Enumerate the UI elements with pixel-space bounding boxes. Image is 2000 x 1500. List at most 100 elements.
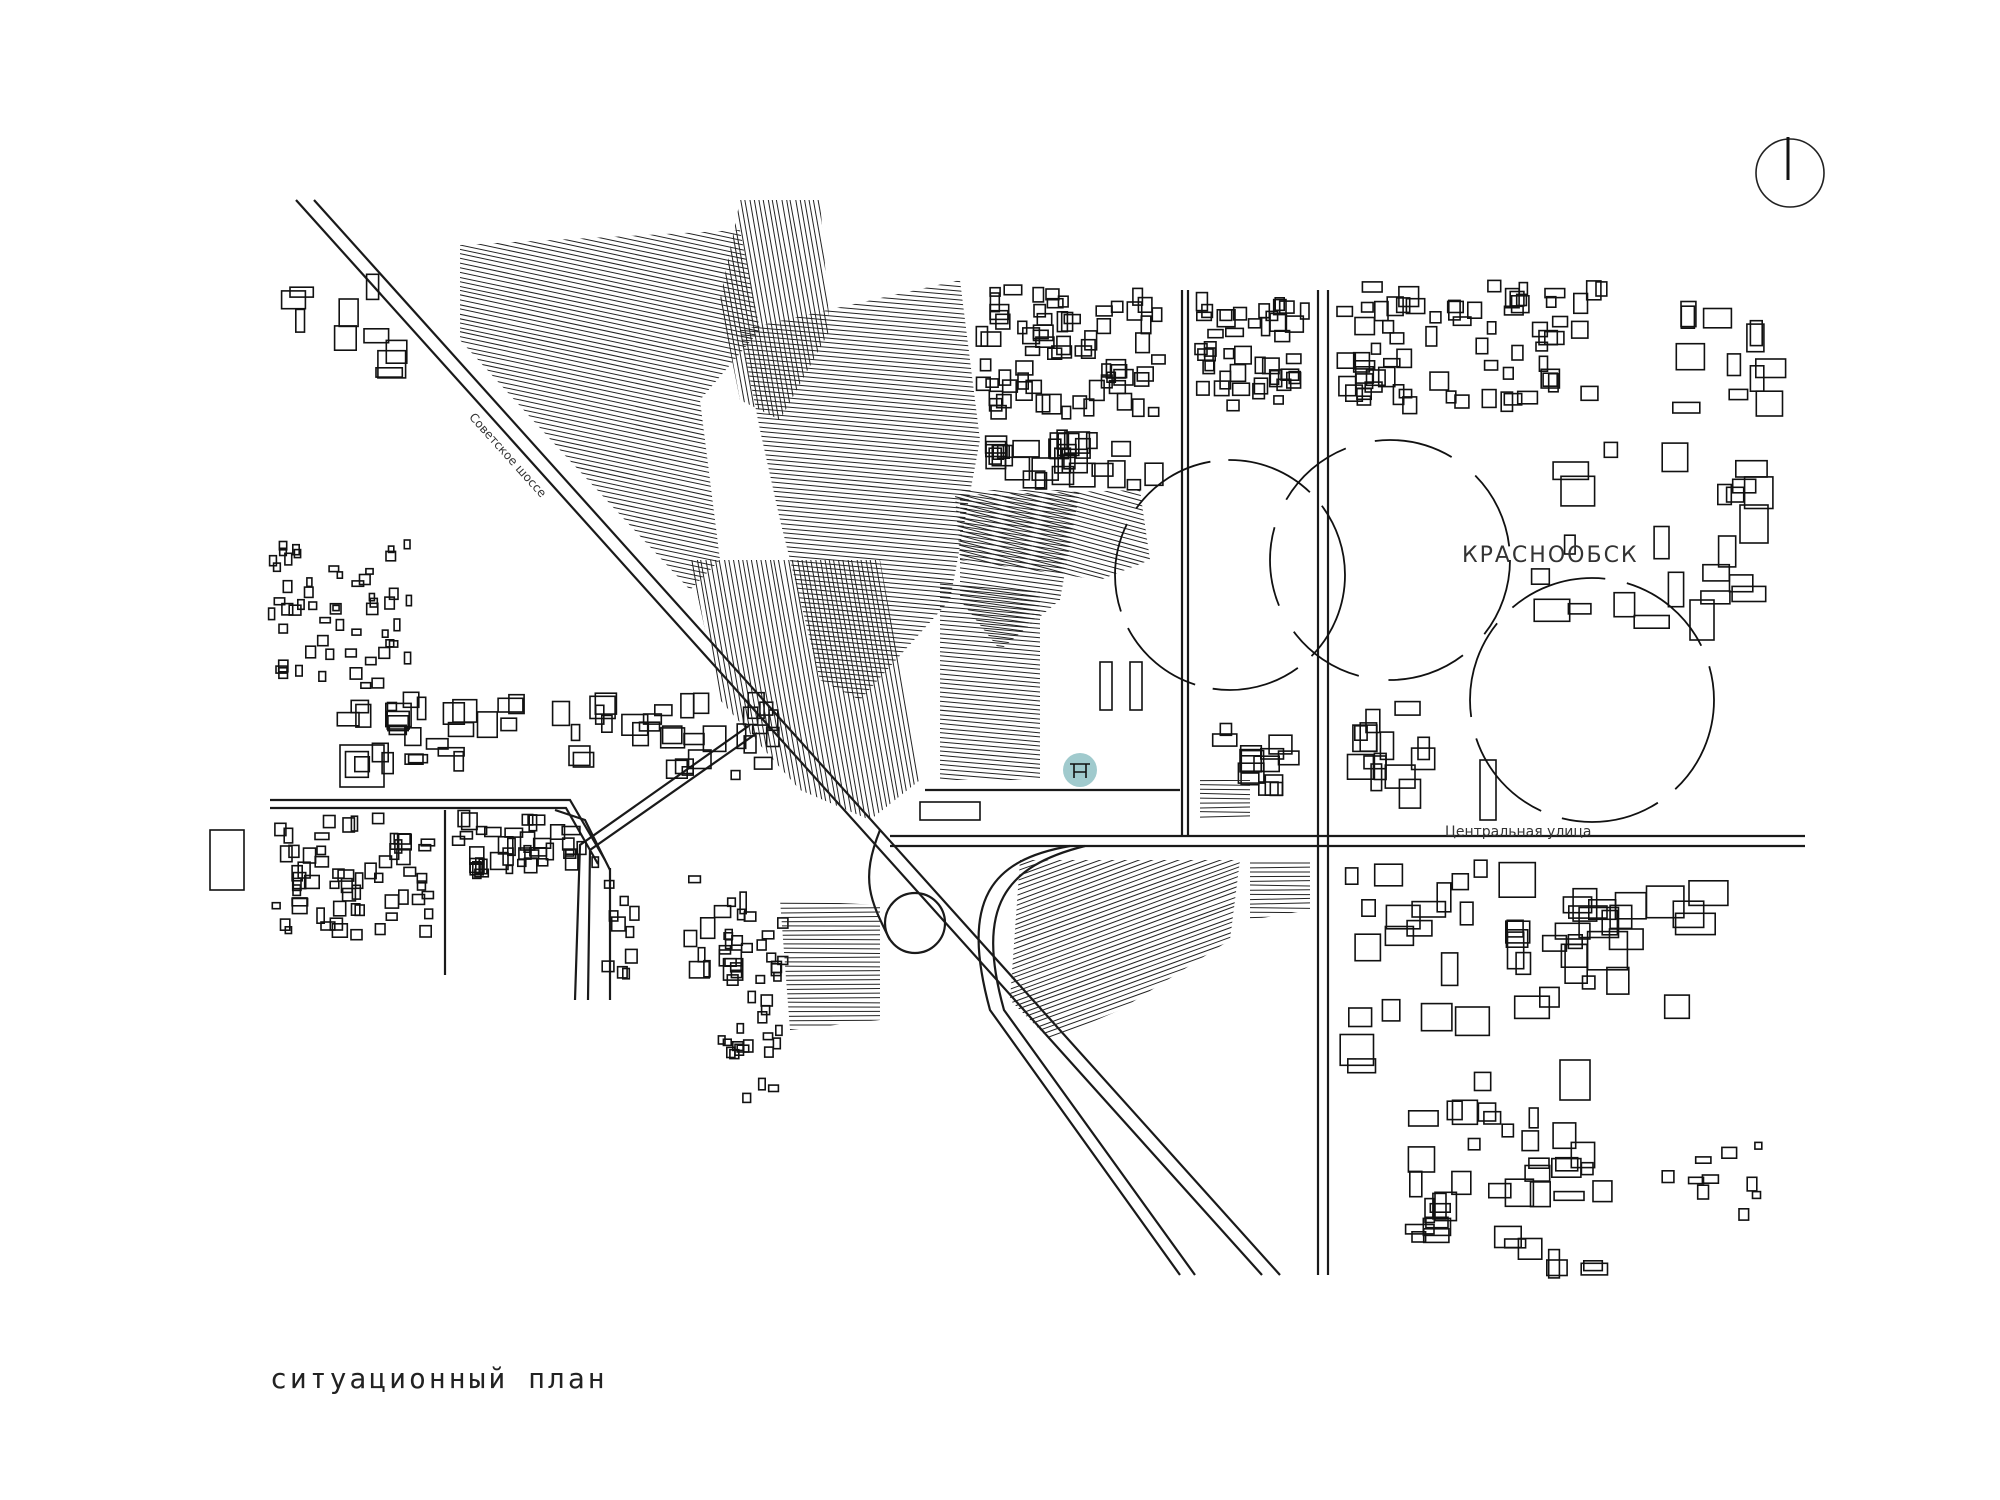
building: [396, 848, 411, 866]
building: [280, 290, 307, 310]
building: [1516, 390, 1539, 405]
building: [1518, 281, 1529, 296]
building: [739, 891, 747, 915]
building: [1580, 385, 1599, 402]
building: [453, 750, 465, 772]
building: [355, 703, 372, 728]
building: [1398, 388, 1413, 399]
building: [1487, 279, 1502, 293]
building: [1231, 382, 1251, 397]
building: [1601, 909, 1619, 936]
building: [342, 817, 356, 833]
building: [549, 823, 566, 840]
building: [1554, 922, 1591, 940]
building: [377, 349, 407, 379]
building: [1032, 286, 1045, 303]
building: [730, 969, 743, 979]
building: [1261, 357, 1280, 375]
building: [1493, 1225, 1522, 1249]
building: [1336, 305, 1354, 318]
building: [1085, 431, 1098, 450]
building: [1382, 319, 1395, 334]
building: [1201, 303, 1214, 319]
building: [1570, 1141, 1596, 1169]
building: [1381, 998, 1401, 1022]
building: [304, 645, 317, 659]
building: [1528, 1107, 1539, 1129]
hatched-field: [960, 490, 1080, 650]
building: [297, 861, 311, 879]
building: [319, 616, 332, 624]
building: [753, 756, 773, 770]
building: [1667, 571, 1685, 608]
building: [1473, 1071, 1492, 1092]
building: [760, 994, 774, 1007]
project-site-marker[interactable]: [1063, 753, 1097, 787]
building: [1475, 337, 1489, 355]
building: [338, 298, 359, 328]
building: [284, 925, 293, 935]
building: [369, 597, 379, 608]
building: [442, 701, 466, 725]
building: [1545, 295, 1557, 309]
building: [279, 845, 293, 863]
building: [368, 592, 376, 602]
building: [386, 701, 398, 712]
building: [365, 602, 379, 616]
building: [316, 845, 327, 856]
building: [1051, 465, 1075, 486]
building: [1467, 1137, 1481, 1151]
building: [1386, 296, 1404, 317]
building: [1436, 882, 1452, 913]
building: [329, 602, 342, 615]
building: [1609, 904, 1633, 930]
building: [1036, 312, 1053, 326]
building: [989, 286, 1001, 297]
building: [460, 812, 478, 831]
building: [1374, 300, 1389, 322]
building: [1567, 933, 1584, 950]
building: [736, 723, 747, 750]
building: [1207, 328, 1224, 339]
building: [743, 911, 757, 922]
building: [1743, 476, 1774, 510]
building: [619, 895, 629, 907]
building: [1056, 335, 1072, 356]
building: [1247, 318, 1262, 329]
building: [1506, 919, 1524, 938]
building: [1680, 305, 1696, 330]
building: [1048, 438, 1062, 459]
building: [1552, 1122, 1577, 1150]
building: [349, 666, 363, 680]
building: [1095, 305, 1113, 317]
building: [337, 869, 355, 882]
hatched-field: [740, 280, 980, 700]
building: [329, 880, 340, 890]
building: [364, 862, 377, 880]
building: [1045, 288, 1060, 301]
building: [572, 751, 595, 768]
building: [353, 755, 371, 773]
building: [1503, 1238, 1527, 1249]
building: [404, 726, 422, 747]
building: [365, 273, 380, 301]
building: [1268, 369, 1283, 388]
building: [1360, 301, 1374, 313]
building: [760, 1004, 771, 1016]
building: [1728, 574, 1754, 593]
building: [388, 639, 399, 648]
building: [1580, 1161, 1594, 1176]
building: [1551, 315, 1569, 328]
building: [294, 308, 306, 333]
building: [731, 934, 744, 946]
building: [340, 877, 353, 894]
building: [1425, 325, 1438, 347]
building: [385, 339, 408, 364]
building: [1204, 360, 1215, 372]
building: [1359, 722, 1378, 753]
building: [1035, 336, 1055, 349]
building: [1498, 861, 1537, 898]
building: [1116, 392, 1133, 411]
building: [267, 607, 276, 621]
building: [1567, 602, 1592, 615]
